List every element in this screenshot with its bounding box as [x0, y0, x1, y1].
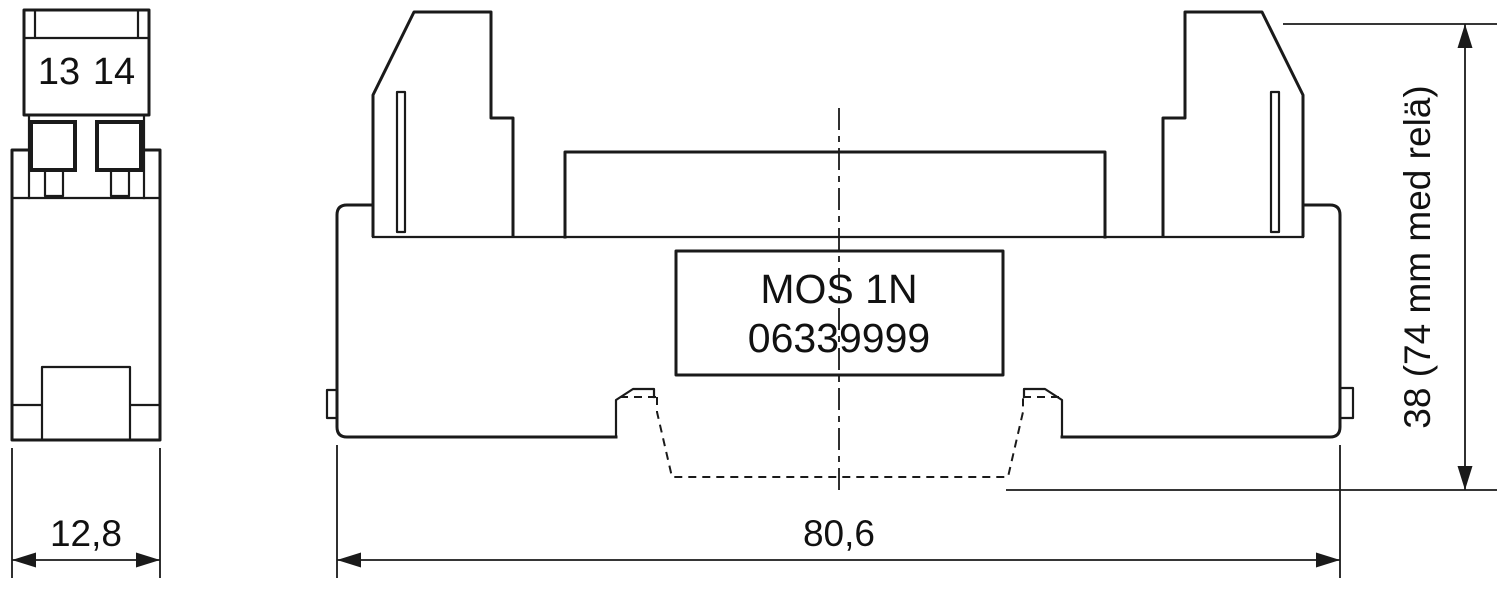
- side-foot-detail: [10, 365, 162, 442]
- relay-slot-block: [563, 150, 1107, 239]
- height-dim-label: 38 (74 mm med relä): [1397, 85, 1438, 428]
- front-view: MOS 1N 06339999 80,6 38 (74 mm med relä): [325, 10, 1497, 578]
- right-latch: [1161, 10, 1305, 237]
- dim-arrowhead-left: [337, 552, 361, 568]
- wire-entry-right: [109, 168, 131, 198]
- left-latch-slot: [395, 90, 407, 234]
- right-latch-slot: [1269, 90, 1281, 234]
- dim-arrowhead-right: [136, 552, 160, 568]
- front-width-dimension: 80,6: [336, 445, 1341, 578]
- side-width-dim-label: 12,8: [50, 513, 122, 554]
- bottom-tabs: [325, 386, 1355, 420]
- terminal-label-13: 13: [38, 51, 80, 93]
- terminal-block-divider: [22, 8, 151, 40]
- dim-arrowhead-right: [1316, 552, 1340, 568]
- terminal-screw-left: [29, 120, 77, 172]
- din-rail-hidden-outline: [620, 396, 1060, 478]
- side-width-dimension: 12,8: [11, 448, 161, 578]
- terminal-label-14: 14: [93, 51, 135, 93]
- side-view: 13 14 12,8: [10, 8, 162, 578]
- dim-arrowhead-left: [12, 552, 36, 568]
- label-plate: [674, 249, 1005, 377]
- side-body: [10, 148, 162, 442]
- wire-entry-left: [43, 168, 65, 198]
- extension-lines: [11, 448, 161, 578]
- terminal-housing-sides: [27, 113, 146, 200]
- dim-arrowhead-top: [1457, 24, 1473, 48]
- extension-lines: [336, 445, 1341, 578]
- din-hook-right: [1022, 387, 1064, 439]
- terminal-block: [22, 8, 151, 117]
- terminal-screw-right: [95, 120, 143, 172]
- front-body: [335, 203, 1342, 439]
- dim-arrowhead-bottom: [1457, 466, 1473, 490]
- extension-lines: [1006, 23, 1497, 491]
- left-latch: [371, 10, 515, 237]
- height-dimension: 38 (74 mm med relä): [1006, 23, 1497, 491]
- front-width-dim-label: 80,6: [803, 513, 875, 554]
- din-hook-left: [614, 387, 656, 439]
